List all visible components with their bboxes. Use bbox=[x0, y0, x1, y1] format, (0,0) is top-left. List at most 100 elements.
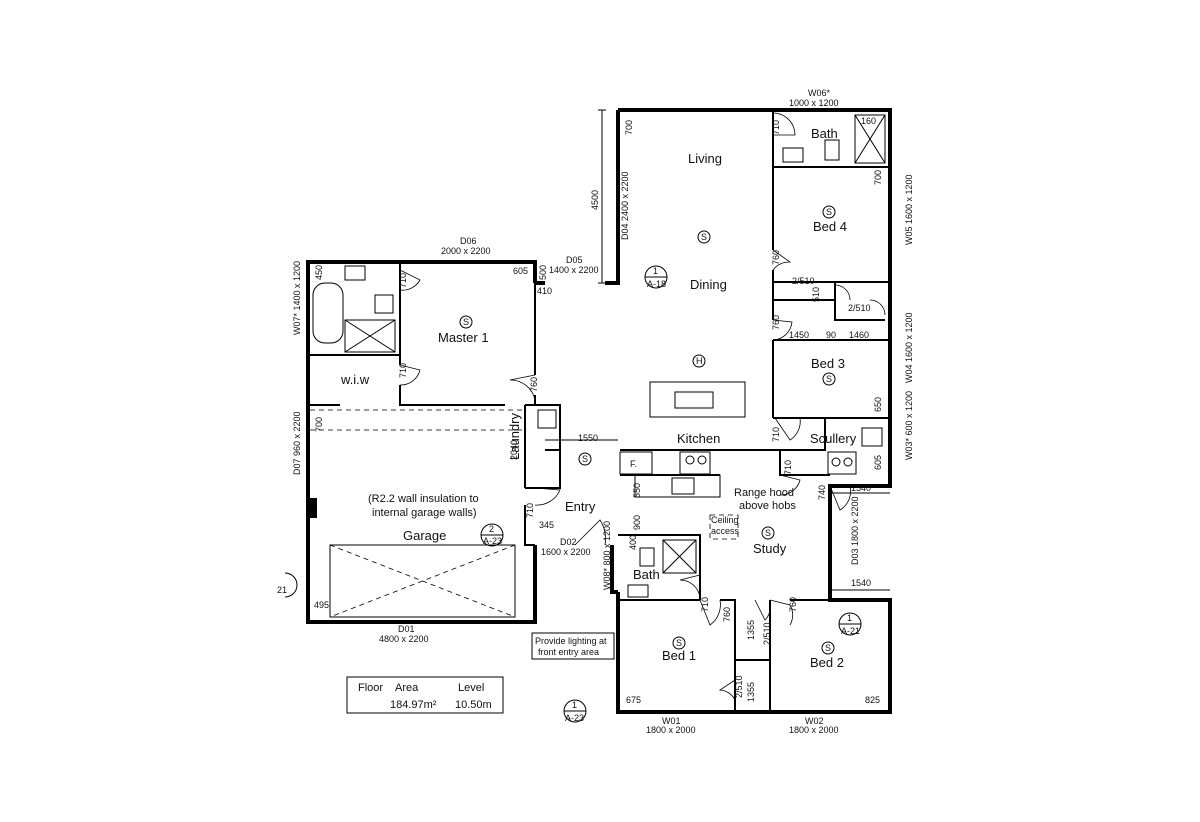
w06-label: W06* bbox=[808, 88, 831, 98]
svg-text:S: S bbox=[765, 528, 771, 538]
section-marker: 1 A-18 bbox=[644, 265, 668, 289]
room-label-garage: Garage bbox=[403, 528, 446, 543]
dim-760d: 760 bbox=[722, 607, 732, 622]
dim-2510a: 2/510 bbox=[792, 276, 815, 286]
w04-label: W04 1600 x 1200 bbox=[904, 312, 914, 383]
svg-text:S: S bbox=[701, 232, 707, 242]
room-label-dining: Dining bbox=[690, 277, 727, 292]
dim-345: 345 bbox=[539, 520, 554, 530]
svg-text:21: 21 bbox=[277, 585, 287, 595]
dim-2510d: 2/510 bbox=[734, 675, 744, 698]
dim-740: 740 bbox=[817, 485, 827, 500]
svg-text:S: S bbox=[826, 207, 832, 217]
notes: (R2.2 wall insulation to internal garage… bbox=[368, 459, 796, 660]
room-label-living: Living bbox=[688, 151, 722, 166]
room-label-scullery: Scullery bbox=[810, 431, 857, 446]
smoke-detector-icon: S bbox=[697, 230, 711, 244]
dimension-lines bbox=[545, 109, 890, 591]
dim-1550: 1550 bbox=[578, 433, 598, 443]
insulation-note-2: internal garage walls) bbox=[372, 507, 477, 519]
w07-label: W07* 1400 x 1200 bbox=[292, 261, 302, 335]
room-label-bath-lower: Bath bbox=[633, 567, 660, 582]
area-table-level-header: Level bbox=[458, 682, 484, 694]
section-marker: 1 A-23 bbox=[563, 699, 587, 723]
area-table-level-value: 10.50m bbox=[455, 699, 492, 711]
svg-text:2: 2 bbox=[489, 524, 494, 534]
dim-1450: 1450 bbox=[789, 330, 809, 340]
w02-label: W02 bbox=[805, 716, 824, 726]
insulation-note-1: (R2.2 wall insulation to bbox=[368, 493, 479, 505]
area-table-area-header: Area bbox=[395, 682, 419, 694]
smoke-detector-icon: S bbox=[672, 636, 686, 650]
dim-510: 510 bbox=[811, 287, 821, 302]
room-labels: Living Dining Kitchen Scullery Bath Bed … bbox=[340, 126, 857, 670]
d02-size: 1600 x 2200 bbox=[541, 547, 591, 557]
dim-710g: 710 bbox=[700, 597, 710, 612]
d05-label: D05 bbox=[566, 255, 583, 265]
room-label-master: Master 1 bbox=[438, 330, 489, 345]
w03-label: W03* 600 x 1200 bbox=[904, 391, 914, 460]
opening-labels: W06* 1000 x 1200 D06 2000 x 2200 D05 140… bbox=[292, 88, 914, 735]
w08-label: W08* 800 x 1200 bbox=[602, 521, 612, 590]
dim-710f: 710 bbox=[525, 503, 535, 518]
d01-size: 4800 x 2200 bbox=[379, 634, 429, 644]
dim-650: 650 bbox=[873, 397, 883, 412]
dim-400: 400 bbox=[628, 535, 638, 550]
dim-90: 90 bbox=[826, 330, 836, 340]
lighting-note-2: front entry area bbox=[538, 647, 599, 657]
dimension-labels: 4500 700 710 760 760 700 450 710 710 605… bbox=[314, 116, 883, 705]
dim-1540b: 1540 bbox=[851, 578, 871, 588]
dim-550: 550 bbox=[632, 483, 642, 498]
svg-text:S: S bbox=[825, 643, 831, 653]
fixtures bbox=[309, 114, 886, 618]
section-marker: 2 A-23 bbox=[480, 523, 504, 547]
svg-text:1: 1 bbox=[572, 700, 577, 710]
dim-4500: 4500 bbox=[590, 190, 600, 210]
dim-710b: 710 bbox=[398, 273, 408, 288]
dim-700b: 700 bbox=[873, 170, 883, 185]
dim-1355b: 1355 bbox=[746, 682, 756, 702]
svg-text:A-23: A-23 bbox=[565, 713, 584, 723]
svg-text:1: 1 bbox=[653, 266, 658, 276]
ceiling-access-1: Ceiling bbox=[711, 515, 739, 525]
w01-size: 1800 x 2000 bbox=[646, 725, 696, 735]
room-label-bed2: Bed 2 bbox=[810, 655, 844, 670]
svg-text:A-21: A-21 bbox=[841, 626, 860, 636]
dim-495: 495 bbox=[314, 600, 329, 610]
d06-label: D06 bbox=[460, 236, 477, 246]
svg-text:S: S bbox=[826, 374, 832, 384]
dim-2510b: 2/510 bbox=[848, 303, 871, 313]
dim-760b: 760 bbox=[771, 315, 781, 330]
svg-text:S: S bbox=[676, 638, 682, 648]
room-label-bed4: Bed 4 bbox=[813, 219, 847, 234]
room-label-kitchen: Kitchen bbox=[677, 431, 720, 446]
dim-710e: 710 bbox=[783, 460, 793, 475]
dim-2040: 2040 bbox=[509, 440, 519, 460]
dim-760e: 760 bbox=[788, 597, 798, 612]
area-table: Floor Area Level 184.97m² 10.50m bbox=[346, 676, 504, 714]
svg-text:H: H bbox=[696, 356, 703, 366]
smoke-detector-icon: S bbox=[459, 315, 473, 329]
room-label-entry: Entry bbox=[565, 499, 596, 514]
range-hood-note-1: Range hood bbox=[734, 487, 794, 499]
smoke-detector-icon: S bbox=[822, 372, 836, 386]
interior-walls bbox=[308, 110, 890, 712]
dim-760c: 760 bbox=[529, 377, 539, 392]
dim-450: 450 bbox=[314, 265, 324, 280]
svg-text:1: 1 bbox=[847, 613, 852, 623]
d03-label: D03 1800 x 2200 bbox=[850, 496, 860, 565]
area-table-floor-header: Floor bbox=[358, 682, 383, 694]
dim-710d: 710 bbox=[771, 427, 781, 442]
dim-710c: 710 bbox=[398, 363, 408, 378]
w06-size: 1000 x 1200 bbox=[789, 98, 839, 108]
range-hood-note-2: above hobs bbox=[739, 500, 796, 512]
room-label-laundry: Laundry bbox=[507, 413, 522, 460]
smoke-detector-icon: S bbox=[761, 526, 775, 540]
dim-1540a: 1540 bbox=[851, 483, 871, 493]
dim-700c: 700 bbox=[314, 417, 324, 432]
w02-size: 1800 x 2000 bbox=[789, 725, 839, 735]
room-label-bed1: Bed 1 bbox=[662, 648, 696, 663]
dim-2510c: 2/510 bbox=[762, 622, 772, 645]
dim-160: 160 bbox=[861, 116, 876, 126]
